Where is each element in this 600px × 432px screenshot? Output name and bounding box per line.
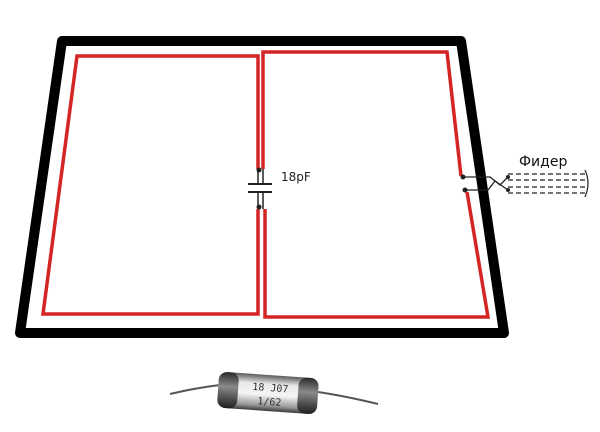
- capacitor-component-photo: 18 J07 1/62: [169, 372, 379, 414]
- capacitor-label: 18pF: [281, 170, 311, 184]
- feeder-label: Фидер: [519, 154, 567, 170]
- left-loop-conductor-inner: [38, 55, 251, 318]
- feeder-cable: [508, 169, 589, 198]
- feed-point: [460, 174, 510, 193]
- left-loop-conductor: [41, 54, 260, 316]
- component-marking-line2: 1/62: [257, 396, 282, 409]
- capacitor-symbol: [248, 167, 272, 210]
- right-loop-conductor: [261, 50, 463, 177]
- component-marking-line1: 18 J07: [252, 382, 289, 395]
- right-loop-conductor-lower: [263, 191, 491, 319]
- outer-frame: [15, 36, 509, 338]
